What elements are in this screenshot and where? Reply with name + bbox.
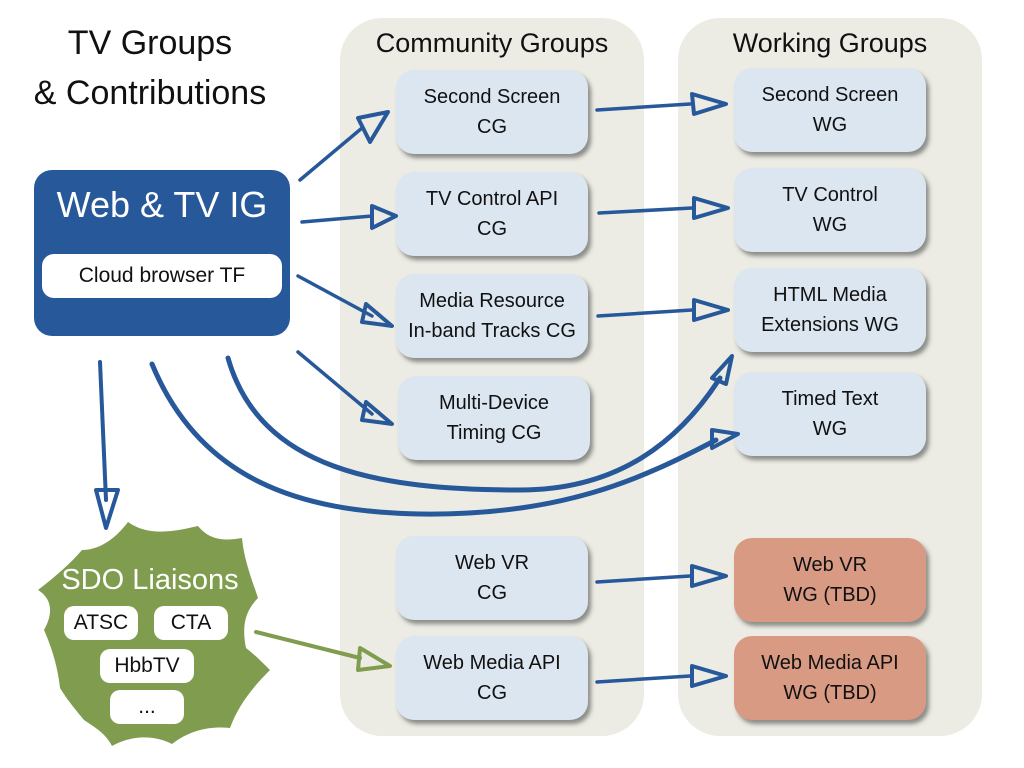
wg-label-line1: HTML Media bbox=[773, 284, 887, 306]
sdo-member-hbbtv: HbbTV bbox=[100, 649, 194, 683]
arrow-sdo-to-web-media-api-cg bbox=[254, 630, 362, 660]
wg-label-line2: WG bbox=[812, 214, 848, 236]
wg-label-line1: Second Screen bbox=[761, 84, 899, 106]
cg-label-line2: CG bbox=[477, 682, 507, 704]
arrowhead-web-vr-wg bbox=[690, 564, 728, 588]
wg-label-line2: Extensions WG bbox=[761, 314, 899, 336]
wg-label-line1: Timed Text bbox=[781, 388, 879, 410]
cloud-browser-tf-pill: Cloud browser TF bbox=[42, 254, 282, 298]
sdo-liaisons-title: SDO Liaisons bbox=[61, 564, 239, 596]
title-line-2: & Contributions bbox=[33, 74, 267, 112]
sdo-member-cta: CTA bbox=[154, 606, 228, 640]
arrow-ig-to-html-media-wg bbox=[225, 355, 723, 493]
wg-label-line1: Web VR bbox=[792, 554, 868, 576]
cg-label-line1: Media Resource bbox=[419, 290, 565, 312]
title-line-1: TV Groups bbox=[67, 24, 233, 62]
sdo-member-more: ... bbox=[110, 690, 184, 724]
web-tv-ig-box: Web & TV IG Cloud browser TF bbox=[34, 170, 290, 336]
cg-label-line2: CG bbox=[477, 218, 507, 240]
arrow-ig-to-sdo bbox=[98, 360, 108, 502]
arrowhead-second-screen-cg bbox=[356, 110, 390, 144]
arrowhead-timed-text-wg bbox=[710, 428, 740, 450]
arrow-second-screen-cg-to-wg bbox=[595, 102, 692, 112]
cg-label-line2: CG bbox=[477, 582, 507, 604]
wg-box-tv-control: TV Control WG bbox=[734, 168, 926, 252]
arrowhead-sdo bbox=[94, 488, 120, 530]
diagram-title: TV Groups & Contributions bbox=[0, 18, 300, 118]
arrow-web-media-api-cg-to-wg bbox=[595, 674, 692, 684]
arrowhead-tv-control-cg bbox=[370, 204, 398, 230]
wg-box-second-screen: Second Screen WG bbox=[734, 68, 926, 152]
cg-label-line2: In-band Tracks CG bbox=[408, 320, 576, 342]
wg-box-web-media-api-tbd: Web Media API WG (TBD) bbox=[734, 636, 926, 720]
wg-label-line2: WG (TBD) bbox=[783, 682, 877, 704]
wg-label-line1: TV Control bbox=[782, 184, 878, 206]
wg-label-line1: Web Media API bbox=[761, 652, 899, 674]
arrowhead-tv-control-wg bbox=[692, 196, 730, 220]
cg-box-multi-device-timing: Multi-Device Timing CG bbox=[398, 376, 590, 460]
arrow-ig-to-media-resource-cg bbox=[296, 274, 374, 318]
arrow-media-resource-cg-to-html-wg bbox=[596, 308, 694, 318]
arrowhead-html-media-wg-straight bbox=[692, 298, 730, 322]
cg-box-web-vr: Web VR CG bbox=[396, 536, 588, 620]
arrowhead-multi-device-cg bbox=[360, 400, 394, 426]
arrow-ig-to-tv-control-cg bbox=[300, 214, 374, 224]
arrow-ig-to-second-screen-cg bbox=[298, 126, 364, 182]
cg-box-tv-control-api: TV Control API CG bbox=[396, 172, 588, 256]
cg-label-line2: Timing CG bbox=[446, 422, 542, 444]
working-groups-title: Working Groups bbox=[732, 28, 928, 58]
arrow-web-vr-cg-to-wg bbox=[595, 574, 692, 584]
sdo-member-atsc: ATSC bbox=[64, 606, 138, 640]
cg-label-line2: CG bbox=[477, 116, 507, 138]
cg-label-line1: Web Media API bbox=[423, 652, 561, 674]
ig-title: Web & TV IG bbox=[56, 184, 268, 225]
wg-box-timed-text: Timed Text WG bbox=[734, 372, 926, 456]
arrow-ig-to-timed-text-wg bbox=[149, 361, 719, 517]
wg-label-line2: WG bbox=[812, 114, 848, 136]
community-groups-title: Community Groups bbox=[375, 28, 609, 58]
arrowhead-html-media-wg bbox=[710, 354, 734, 386]
cg-label-line1: TV Control API bbox=[425, 188, 559, 210]
arrowhead-web-media-api-wg bbox=[690, 664, 728, 688]
wg-box-web-vr-tbd: Web VR WG (TBD) bbox=[734, 538, 926, 622]
wg-box-html-media-extensions: HTML Media Extensions WG bbox=[734, 268, 926, 352]
wg-label-line2: WG bbox=[812, 418, 848, 440]
arrowhead-web-media-api-cg bbox=[356, 646, 392, 672]
cg-label-line1: Web VR bbox=[454, 552, 530, 574]
arrow-ig-to-multi-device-cg bbox=[296, 350, 374, 416]
cg-box-second-screen: Second Screen CG bbox=[396, 70, 588, 154]
cg-label-line1: Second Screen bbox=[423, 86, 561, 108]
cg-label-line1: Multi-Device bbox=[438, 392, 550, 414]
arrowhead-second-screen-wg bbox=[690, 92, 728, 116]
cg-box-media-resource: Media Resource In-band Tracks CG bbox=[396, 274, 588, 358]
wg-label-line2: WG (TBD) bbox=[783, 584, 877, 606]
cg-box-web-media-api: Web Media API CG bbox=[396, 636, 588, 720]
arrowhead-media-resource-cg bbox=[360, 302, 394, 328]
arrow-tv-control-cg-to-wg bbox=[597, 206, 694, 215]
